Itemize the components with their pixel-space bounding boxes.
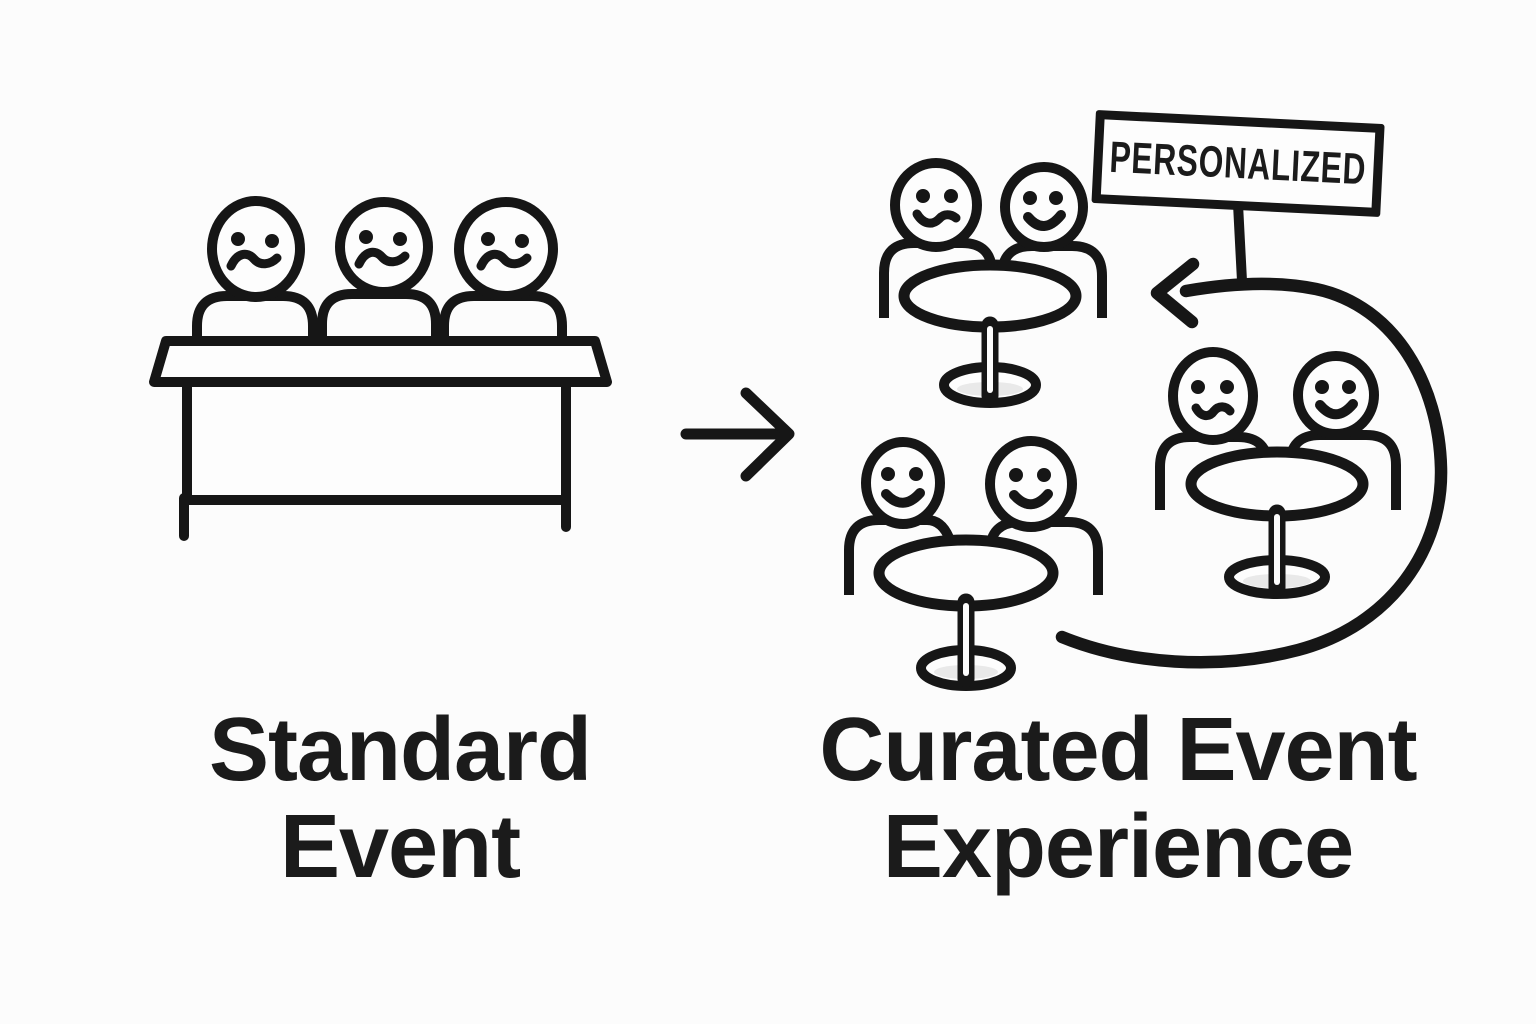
eye (265, 234, 279, 248)
guest-head (890, 158, 982, 252)
uncertain-mouth (1191, 402, 1235, 420)
eye (1342, 380, 1356, 394)
loop-arc (1055, 277, 1448, 669)
sad-attendee-icon (192, 196, 318, 344)
frowning-attendees-at-desk-icon (149, 196, 612, 541)
eye (944, 189, 958, 203)
standard-event-caption: Standard Event (100, 702, 700, 896)
personalized-sign: PERSONALIZED (1091, 110, 1385, 218)
caption-line: Experience (882, 797, 1354, 897)
smile-mouth (1009, 489, 1053, 510)
eye (1037, 468, 1051, 482)
eye (1049, 191, 1063, 205)
arrow-head (740, 387, 795, 482)
sign-post-line (1233, 199, 1247, 286)
curated-event-caption: Curated Event Experience (765, 702, 1471, 896)
caption-line: Event (279, 797, 521, 897)
caption-line: Curated Event (819, 700, 1417, 800)
eye (359, 230, 373, 244)
loop-arrow-head (1150, 257, 1200, 329)
guest-head (861, 437, 945, 529)
guest-head (1293, 351, 1379, 439)
smile-mouth (1315, 399, 1358, 420)
frown-mouth (354, 247, 410, 269)
curved-loop-arrow-icon (1055, 257, 1448, 669)
desk-top-slab (149, 336, 612, 387)
frown-mouth (476, 249, 532, 271)
sad-attendee-icon (317, 197, 441, 344)
eye (515, 234, 529, 248)
sad-attendee-icon (439, 197, 567, 344)
caption-line: Standard (208, 700, 592, 800)
mixed-pair-round-table-icon (1155, 347, 1401, 599)
eye (881, 467, 895, 481)
desk-front-panel (182, 377, 571, 505)
attendee-head (454, 197, 558, 301)
eye (393, 232, 407, 246)
eye (481, 232, 495, 246)
guest-head (1168, 347, 1258, 445)
happy-pair-round-table-icon (844, 436, 1103, 691)
eye (1191, 380, 1205, 394)
eye (1023, 191, 1037, 205)
wavy-smile-mouth (912, 209, 961, 228)
guest-head (1000, 162, 1088, 252)
eye (1315, 380, 1329, 394)
personalized-sign-label: PERSONALIZED (1108, 132, 1368, 194)
guest-head (985, 436, 1077, 532)
smile-mouth (881, 488, 925, 508)
frown-mouth (226, 249, 282, 271)
curated-tables-scene (844, 158, 1448, 691)
eye (916, 189, 930, 203)
attendee-head (335, 197, 433, 297)
eye (909, 467, 923, 481)
eye (1220, 380, 1234, 394)
happy-pair-round-table-icon (879, 158, 1107, 408)
attendee-head (207, 196, 305, 302)
conference-desk-icon (149, 336, 612, 541)
smile-mouth (1023, 210, 1066, 231)
right-arrow-icon (680, 387, 795, 482)
eye (1009, 468, 1023, 482)
eye (231, 232, 245, 246)
